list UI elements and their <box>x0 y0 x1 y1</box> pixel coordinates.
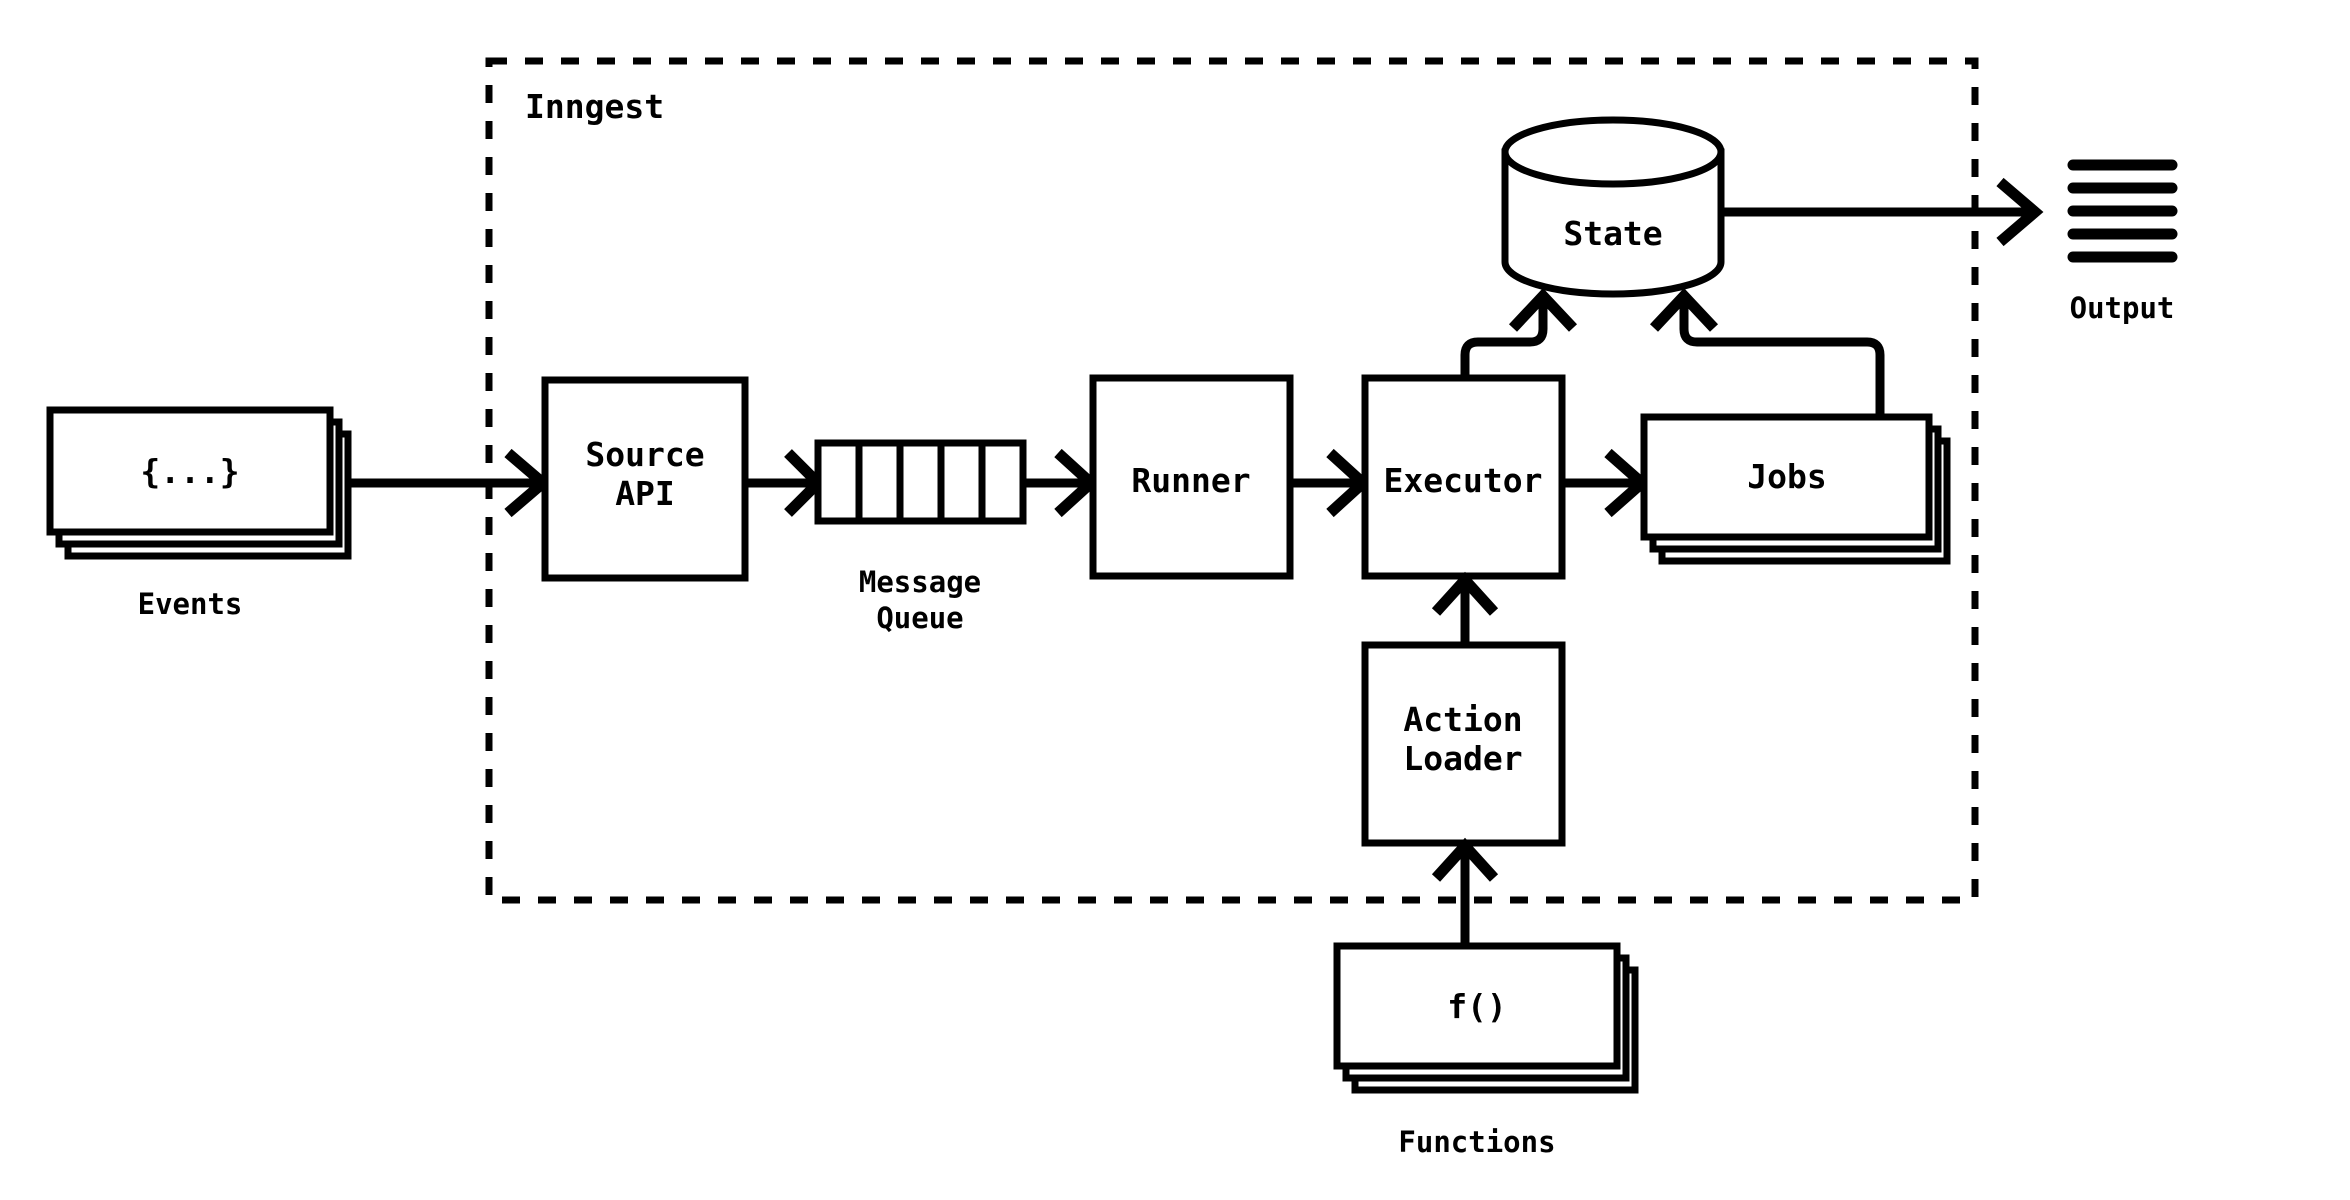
message-queue-caption-line1: Message <box>859 565 981 599</box>
events-caption: Events <box>138 587 243 621</box>
state-node[interactable]: State <box>1501 116 1725 298</box>
edge-events-to-source-api <box>348 448 552 518</box>
events-node[interactable]: {...} Events <box>46 406 352 621</box>
runner-label: Runner <box>1131 461 1250 500</box>
edge-executor-to-state <box>1460 287 1578 378</box>
edge-state-to-output <box>1721 177 2044 247</box>
source-api-label-line2: API <box>615 474 675 513</box>
jobs-label: Jobs <box>1747 457 1826 496</box>
edge-runner-to-executor <box>1290 448 1372 518</box>
edge-jobs-to-state <box>1649 287 1885 417</box>
executor-node[interactable]: Executor <box>1361 374 1566 580</box>
output-node[interactable]: Output <box>2067 159 2178 325</box>
inngest-group-boundary: Inngest <box>485 57 1979 904</box>
message-queue-caption-line2: Queue <box>876 601 963 635</box>
source-api-label-line1: Source <box>585 435 704 474</box>
output-lines-icon <box>2067 159 2178 263</box>
edge-source-api-to-message-queue <box>745 449 826 517</box>
functions-node[interactable]: f() Functions <box>1333 942 1639 1159</box>
functions-caption: Functions <box>1398 1125 1555 1159</box>
source-api-node[interactable]: Source API <box>541 376 749 582</box>
edge-executor-to-jobs <box>1562 448 1651 518</box>
message-queue-node[interactable]: Message Queue <box>814 439 1027 635</box>
jobs-node[interactable]: Jobs <box>1640 413 1951 565</box>
inngest-group-label: Inngest <box>525 87 664 126</box>
action-loader-label-line2: Loader <box>1403 739 1522 778</box>
action-loader-label-line1: Action <box>1403 700 1522 739</box>
events-node-label: {...} <box>140 452 239 491</box>
functions-label: f() <box>1447 987 1507 1026</box>
state-label: State <box>1563 214 1662 253</box>
edge-action-loader-to-executor <box>1431 571 1499 645</box>
runner-node[interactable]: Runner <box>1089 374 1294 580</box>
action-loader-node[interactable]: Action Loader <box>1361 641 1566 847</box>
output-caption: Output <box>2070 291 2175 325</box>
edge-message-queue-to-runner <box>1023 448 1100 518</box>
executor-label: Executor <box>1384 461 1543 500</box>
edge-functions-to-action-loader <box>1431 837 1499 945</box>
